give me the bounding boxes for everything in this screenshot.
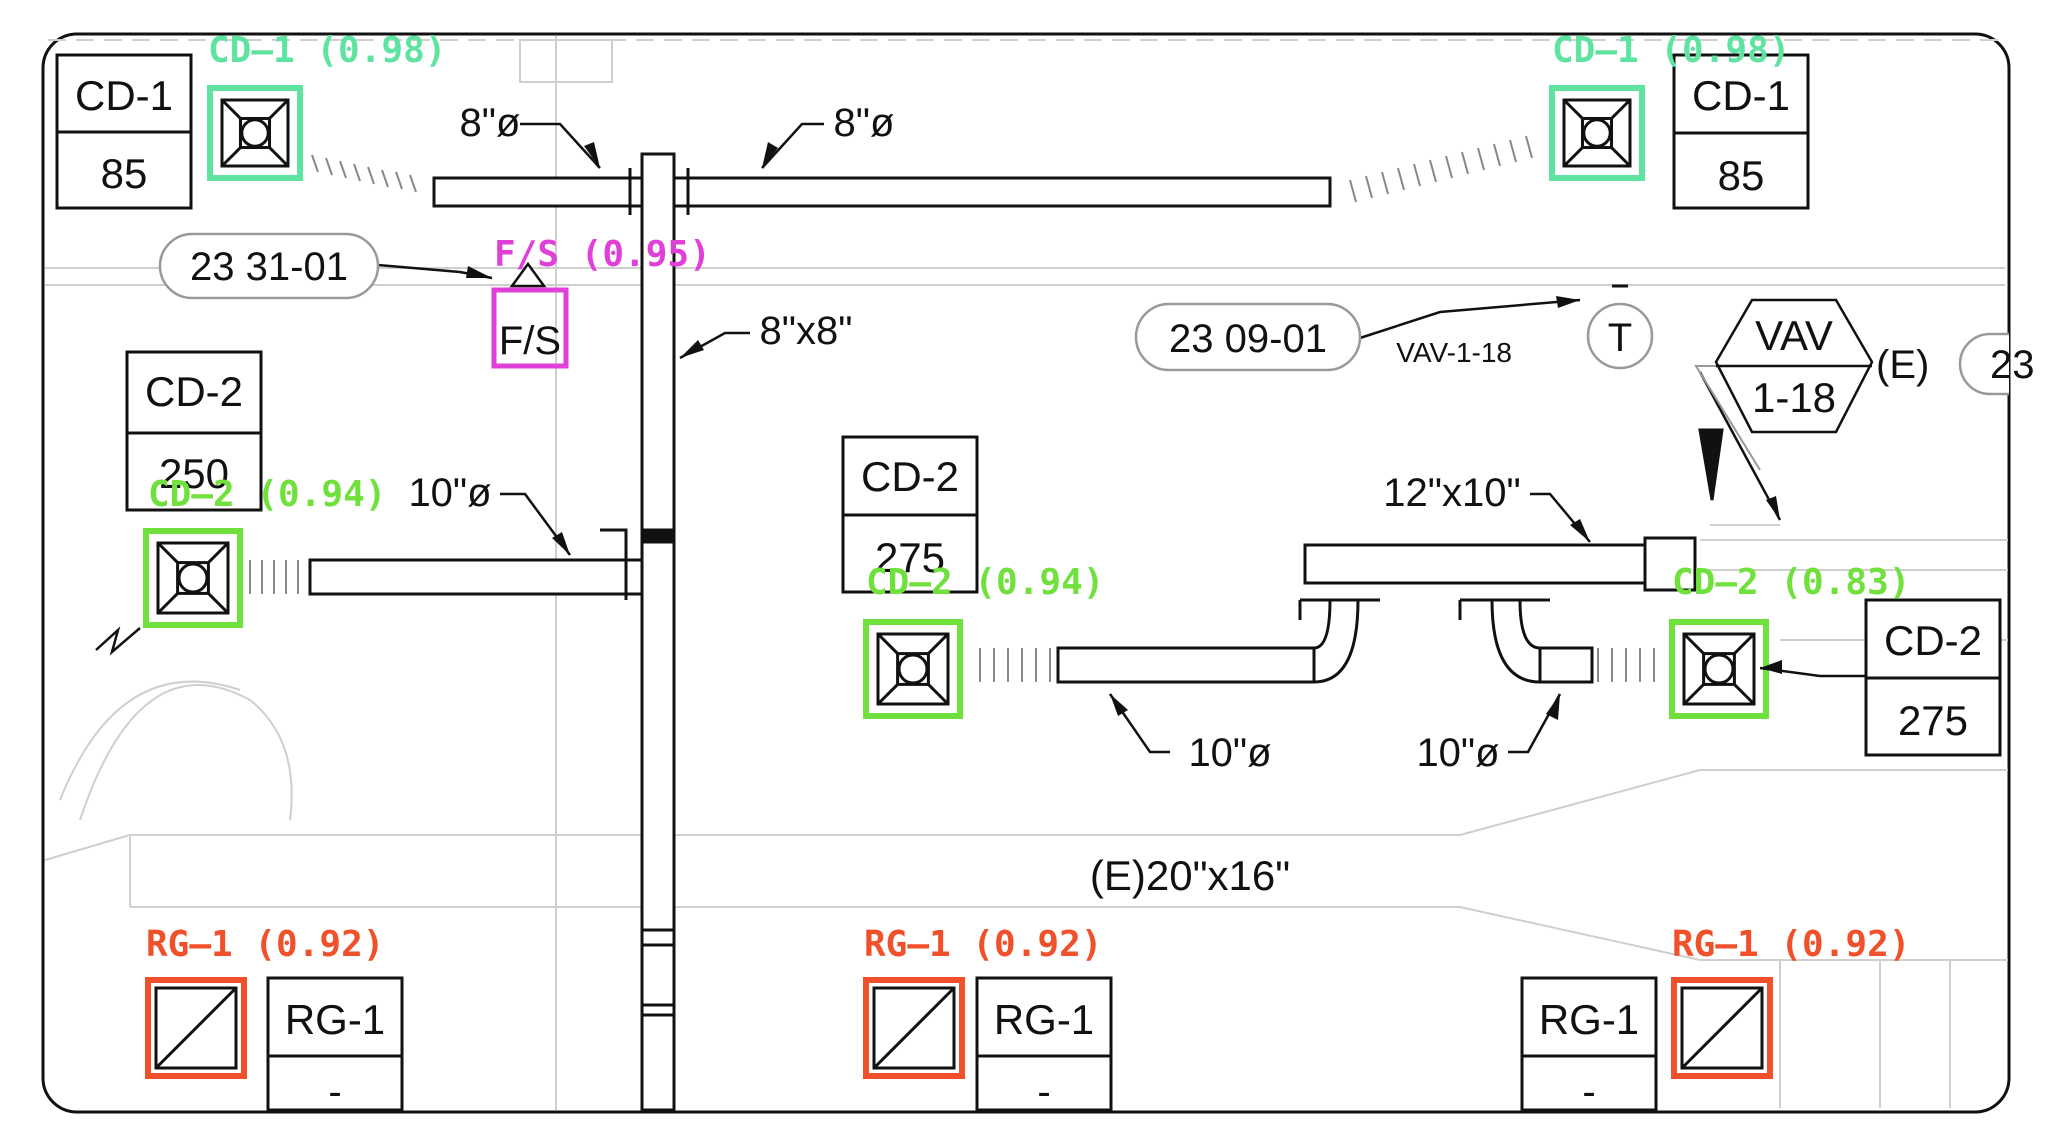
rg1-mid-cfm: - — [1037, 1070, 1050, 1114]
ref-oval-1 — [158, 232, 380, 300]
det-label-fs: F/S (0.95) — [494, 234, 711, 275]
rg1-right-type: RG-1 — [1539, 996, 1639, 1043]
right-branch-duct — [1056, 428, 1724, 684]
detection-labels: CD–1 (0.98) CD–1 (0.98) F/S (0.95) CD–2 … — [146, 30, 1910, 965]
detection-box-cd2-left — [143, 528, 243, 628]
cd2-mid-type: CD-2 — [861, 453, 959, 500]
ref-3: 23 — [1990, 343, 2035, 387]
det-label-cd2-left: CD–2 (0.94) — [148, 474, 386, 515]
vav-leader — [1694, 365, 1761, 471]
cd2-left-cfm: 250 — [159, 450, 229, 497]
rg1-mid-type: RG-1 — [994, 996, 1094, 1043]
break-mark — [95, 626, 141, 656]
detection-box-rg1-right — [1671, 977, 1773, 1079]
return-grille-symbols — [145, 977, 1773, 1079]
diffuser-cd2-right — [1669, 619, 1769, 719]
dim-10in-right: 10"ø — [1416, 731, 1499, 775]
vertical-riser — [640, 152, 676, 1112]
cd1-right-type: CD-1 — [1692, 72, 1790, 119]
top-duct — [432, 168, 1332, 215]
thermostat-symbol: T — [1608, 316, 1632, 360]
detection-box-cd1-left — [207, 85, 303, 181]
cd1-right-cfm: 85 — [1718, 152, 1765, 199]
fs-damper-marker — [509, 261, 547, 288]
thermostat-tag: VAV-1-18 — [1396, 337, 1512, 368]
diffuser-symbols — [143, 85, 1769, 719]
left-branch-duct — [308, 528, 644, 600]
dim-10in-left: 10"ø — [408, 471, 491, 515]
grille-rg1-mid — [863, 977, 965, 1079]
det-label-cd2-right: CD–2 (0.83) — [1672, 562, 1910, 603]
grille-rg1-right — [1671, 977, 1773, 1079]
dim-8in-right: 8"ø — [834, 101, 895, 145]
cd2-mid-cfm: 275 — [875, 534, 945, 581]
detection-box-cd1-right — [1549, 85, 1645, 181]
detection-box-rg1-left — [145, 977, 247, 1079]
ref-oval-3 — [1958, 332, 2009, 396]
diffuser-cd2-left — [143, 528, 243, 628]
rg1-left-type: RG-1 — [285, 996, 385, 1043]
rg1-left-cfm: - — [328, 1070, 341, 1114]
det-label-rg1-left: RG–1 (0.92) — [146, 924, 384, 965]
ref-2: 23 09-01 — [1169, 317, 1327, 361]
fs-label: F/S — [499, 319, 561, 363]
diffuser-cd1-right — [1549, 85, 1645, 181]
dim-8x8: 8"x8" — [760, 309, 853, 353]
cd1-left-type: CD-1 — [75, 72, 173, 119]
thermostat-circle — [1586, 302, 1654, 370]
rg1-right-cfm: - — [1582, 1070, 1595, 1114]
vav-existing: (E) — [1876, 343, 1929, 387]
leader-arrowheads — [466, 142, 1782, 720]
vav-line2: 1-18 — [1752, 374, 1836, 421]
cd2-right-type: CD-2 — [1884, 617, 1982, 664]
dim-main-duct: (E)20"x16" — [1090, 852, 1290, 899]
dim-12x10: 12"x10" — [1383, 471, 1520, 515]
detection-box-cd2-mid — [863, 619, 963, 719]
det-label-cd2-mid: CD–2 (0.94) — [866, 562, 1104, 603]
fs-detection-box — [491, 287, 569, 369]
cd2-right-cfm: 275 — [1898, 697, 1968, 744]
det-label-rg1-right: RG–1 (0.92) — [1672, 924, 1910, 965]
diffuser-cd1-left — [207, 85, 303, 181]
tag-boxes — [55, 53, 2002, 1112]
ref-1: 23 31-01 — [190, 245, 348, 289]
diffuser-cd2-mid — [863, 619, 963, 719]
cd2-left-type: CD-2 — [145, 368, 243, 415]
vav-line1: VAV — [1755, 312, 1833, 359]
detection-box-rg1-mid — [863, 977, 965, 1079]
cd1-left-cfm: 85 — [101, 150, 148, 197]
det-label-cd1-left: CD–1 (0.98) — [208, 30, 446, 71]
ref-oval-2 — [1134, 302, 1362, 372]
flex-duct-hatching — [249, 135, 1655, 682]
det-label-cd1-right: CD–1 (0.98) — [1552, 30, 1790, 71]
dim-8in-left: 8"ø — [460, 101, 521, 145]
dim-10in-mid: 10"ø — [1188, 731, 1271, 775]
grille-rg1-left — [145, 977, 247, 1079]
det-label-rg1-mid: RG–1 (0.92) — [864, 924, 1102, 965]
frame-border — [41, 32, 2011, 1114]
